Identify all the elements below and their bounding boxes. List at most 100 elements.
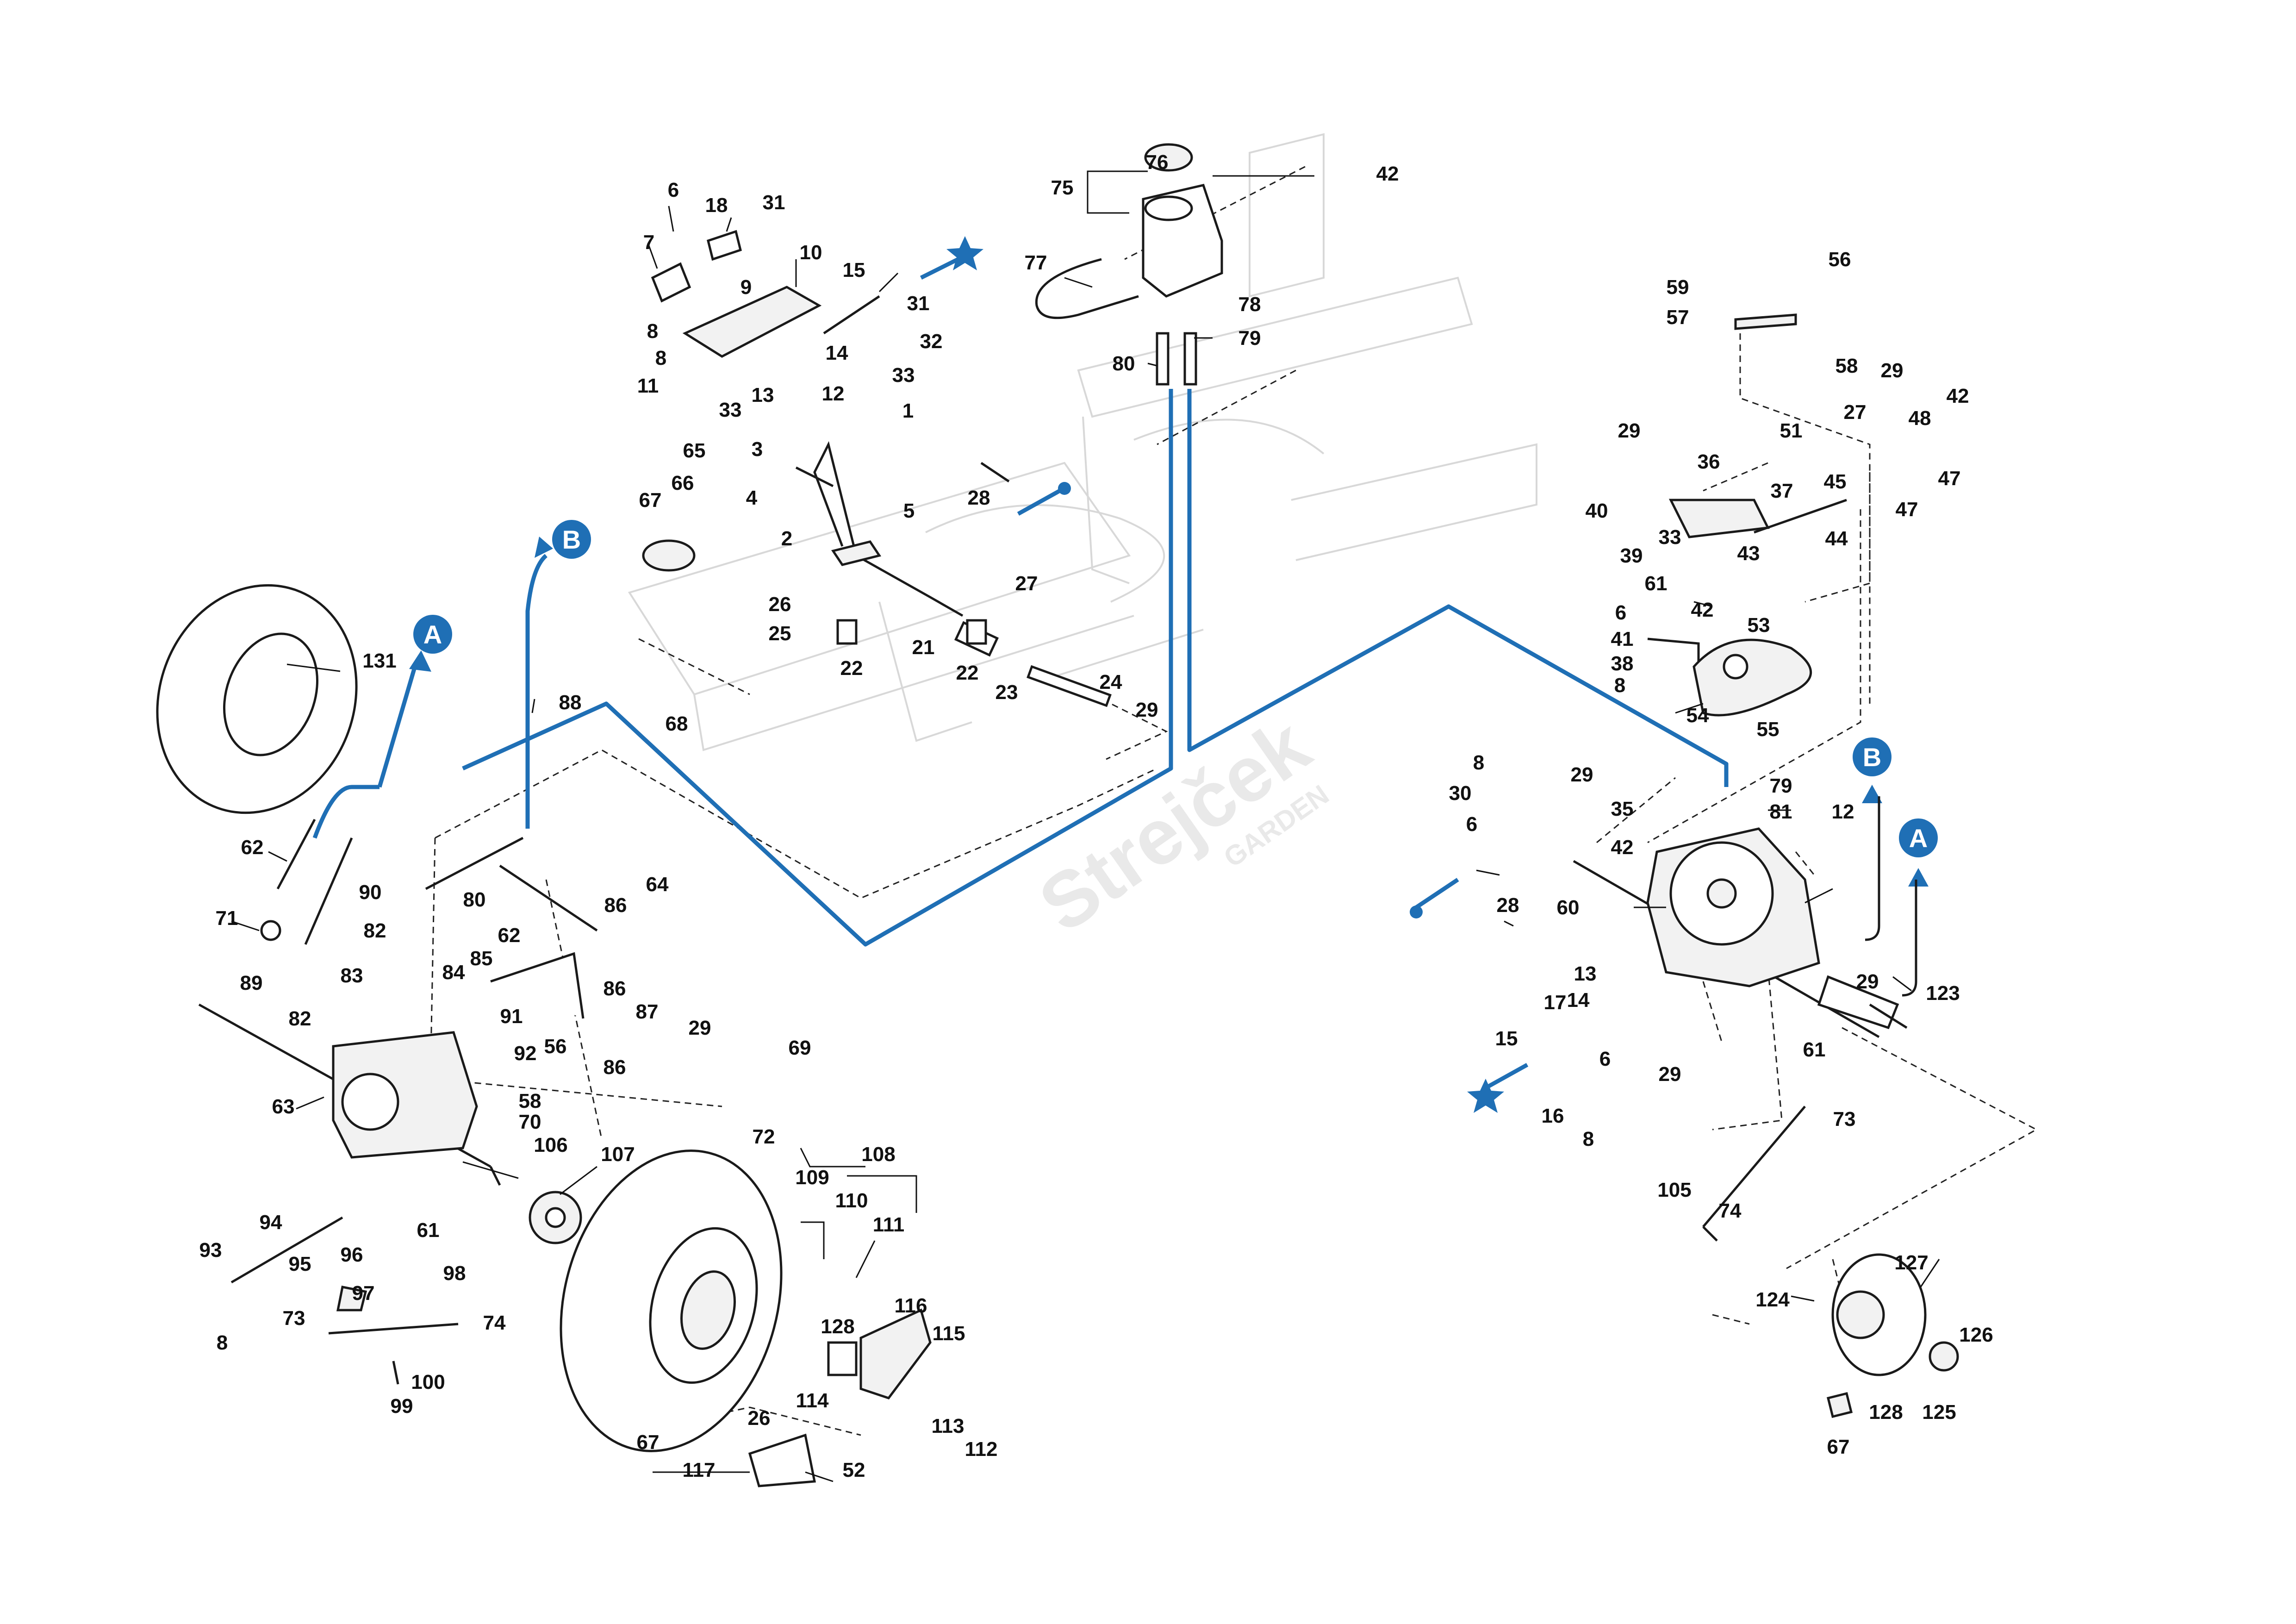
connector-badge-b-left: B — [552, 520, 591, 559]
label-81: 81 — [1770, 800, 1792, 823]
label-14-b: 14 — [1567, 989, 1590, 1012]
arrow-a-right — [1908, 868, 1929, 887]
label-68: 68 — [666, 712, 688, 735]
label-40: 40 — [1586, 500, 1608, 522]
label-15-b: 15 — [1495, 1027, 1518, 1050]
hydraulic-routing — [312, 257, 1729, 1090]
label-22: 22 — [840, 657, 863, 680]
label-8-d: 8 — [1614, 674, 1625, 697]
label-67-b: 67 — [637, 1431, 660, 1454]
label-126: 126 — [1959, 1324, 1993, 1346]
label-67: 67 — [639, 489, 662, 512]
label-69: 69 — [789, 1037, 811, 1059]
dot-marker-right — [1410, 906, 1423, 918]
label-32: 32 — [920, 330, 943, 353]
label-80-b: 80 — [463, 888, 486, 911]
label-110: 110 — [835, 1189, 868, 1212]
label-72: 72 — [753, 1125, 775, 1148]
label-4: 4 — [746, 487, 758, 509]
linkage-rods — [230, 1216, 459, 1385]
rod-105 — [1702, 1106, 1806, 1242]
label-30: 30 — [1449, 782, 1472, 805]
label-111: 111 — [873, 1213, 905, 1236]
label-33-b: 33 — [892, 364, 915, 387]
dot-marker-mid — [1058, 482, 1071, 495]
label-60: 60 — [1557, 896, 1580, 919]
label-48: 48 — [1909, 407, 1931, 430]
label-56: 56 — [544, 1035, 567, 1058]
label-42-b: 42 — [1947, 385, 1969, 407]
label-79-b: 79 — [1770, 775, 1792, 797]
label-45: 45 — [1824, 470, 1847, 493]
label-26: 26 — [769, 593, 791, 616]
label-15: 15 — [843, 259, 865, 281]
cable-to-dot-mid — [1017, 489, 1061, 516]
transmission-left — [198, 1003, 501, 1186]
label-52: 52 — [843, 1459, 865, 1481]
svg-text:A: A — [423, 620, 442, 649]
label-64: 64 — [646, 873, 669, 896]
label-37: 37 — [1771, 480, 1793, 502]
label-56-b: 56 — [1829, 248, 1851, 271]
label-105: 105 — [1657, 1179, 1691, 1201]
label-1: 1 — [902, 400, 914, 422]
label-97: 97 — [352, 1282, 375, 1305]
label-8-c: 8 — [217, 1331, 228, 1354]
label-92: 92 — [514, 1042, 537, 1065]
label-6-c: 6 — [1466, 813, 1477, 836]
cable-to-star-right — [1484, 1063, 1529, 1090]
label-31: 31 — [763, 191, 785, 214]
label-108: 108 — [861, 1143, 895, 1166]
label-54: 54 — [1686, 704, 1709, 727]
label-5: 5 — [903, 500, 915, 522]
cable-to-star-top — [920, 257, 959, 280]
label-29-f: 29 — [1856, 970, 1879, 993]
label-11: 11 — [637, 375, 659, 397]
control-lever-cluster — [1647, 313, 1847, 717]
label-6-b: 6 — [1615, 601, 1626, 624]
label-59: 59 — [1667, 276, 1689, 299]
label-117: 117 — [683, 1459, 716, 1481]
star-marker-right — [1467, 1079, 1504, 1113]
label-115: 115 — [933, 1322, 965, 1345]
connector-badge-a-left: A — [413, 615, 452, 654]
label-83: 83 — [341, 964, 363, 987]
label-65: 65 — [683, 439, 706, 462]
label-47: 47 — [1938, 467, 1961, 490]
arrow-b-left — [535, 537, 553, 558]
label-6-d: 6 — [1599, 1048, 1611, 1070]
hose-b-left — [525, 554, 548, 829]
label-29-d: 29 — [1618, 419, 1641, 442]
label-66: 66 — [672, 472, 694, 494]
label-82: 82 — [364, 919, 386, 942]
axle-bracket — [748, 1308, 932, 1487]
label-84: 84 — [442, 961, 465, 984]
label-7: 7 — [643, 231, 654, 254]
label-16: 16 — [1542, 1105, 1564, 1127]
connector-badge-a-right: A — [1899, 818, 1938, 857]
label-107: 107 — [601, 1143, 635, 1166]
label-80: 80 — [1113, 352, 1135, 375]
label-33-c: 33 — [1659, 526, 1681, 549]
arrow-b-right — [1862, 785, 1882, 803]
label-22-b: 22 — [956, 662, 979, 684]
label-128: 128 — [821, 1315, 854, 1338]
label-25: 25 — [769, 622, 791, 645]
hose-route-right — [1187, 389, 1729, 787]
label-70: 70 — [519, 1111, 541, 1133]
label-47-b: 47 — [1896, 498, 1918, 521]
label-29-b: 29 — [689, 1017, 711, 1039]
label-91: 91 — [500, 1005, 523, 1028]
label-85: 85 — [470, 947, 493, 970]
label-53: 53 — [1748, 614, 1770, 637]
label-10: 10 — [800, 241, 822, 264]
label-27: 27 — [1015, 572, 1038, 595]
label-57: 57 — [1667, 306, 1689, 329]
pedal-assembly — [642, 230, 1112, 707]
label-98: 98 — [443, 1262, 466, 1285]
label-88: 88 — [559, 691, 582, 714]
svg-text:B: B — [1863, 743, 1881, 772]
label-67-c: 67 — [1827, 1436, 1850, 1458]
